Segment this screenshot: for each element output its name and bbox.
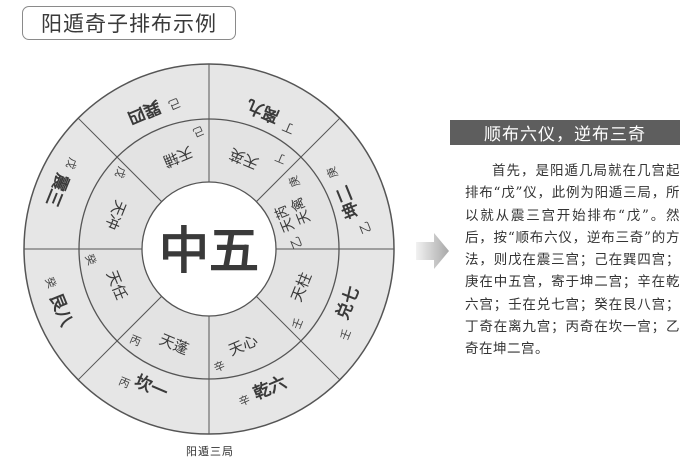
star-stem: 壬 [290, 316, 306, 331]
sector-kan-1: 坎一 丙 天蓬 丙 [117, 330, 192, 403]
palace-stem: 庚 [324, 165, 341, 180]
palace-stem: 己 [166, 95, 183, 113]
star-stem: 庚 [286, 174, 303, 189]
star-stem: 己 [191, 123, 206, 139]
section-heading: 顺布六仪，逆布三奇 [450, 120, 680, 145]
arrow-right-icon [416, 233, 449, 269]
star-stem: 丁 [273, 150, 288, 166]
palace-stem: 辛 [237, 392, 253, 409]
section-body-text: 首先，是阳遁几局就在几宫起排布“戊”仪，此例为阳遁三局，所以就从震三宫开始排布“… [465, 163, 680, 358]
center-label: 中五 [159, 222, 259, 280]
star-stem-2: 乙 [288, 234, 305, 250]
palace-stem-2: 乙 [357, 219, 374, 235]
palace-stem: 戊 [63, 156, 79, 171]
star-stem: 戊 [112, 165, 128, 180]
star-stem: 辛 [212, 358, 228, 375]
diagram-caption: 阳遁三局 [186, 445, 234, 458]
star-stem: 癸 [82, 252, 99, 267]
center-circle [141, 181, 277, 317]
star-stem: 丙 [128, 333, 143, 349]
palace-stem: 壬 [338, 327, 354, 342]
palace-stem: 丙 [117, 375, 132, 391]
palace-stem: 癸 [42, 275, 59, 290]
palace-stem: 丁 [280, 119, 297, 137]
nine-palace-wheel-diagram: 中五 巽四 己 天辅 己 离九 丁 天英 丁 坤二 庚 乙 天芮 天禽 庚 乙 … [23, 63, 395, 435]
page-title: 阳遁奇子排布示例 [22, 6, 236, 40]
